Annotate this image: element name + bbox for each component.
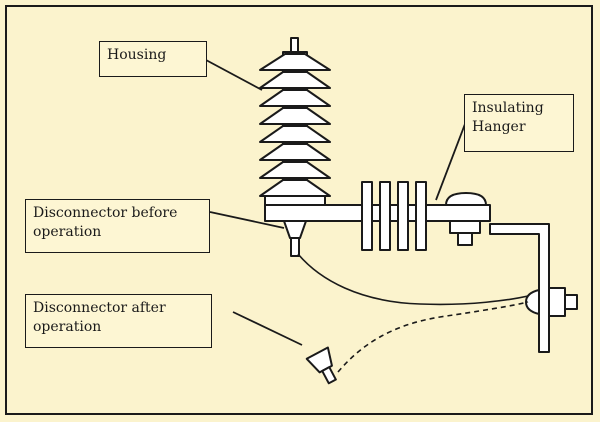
bolt-nut: [449, 220, 481, 234]
l-bracket: [489, 223, 550, 353]
label-housing-text: Housing: [107, 47, 167, 63]
ground-lead-solid: [297, 253, 529, 306]
label-hanger-line1: Insulating: [472, 100, 544, 116]
housing-sheds: [259, 53, 331, 197]
disconnector-stud: [290, 237, 300, 257]
disconnector-before: [283, 220, 307, 239]
insulating-hanger: [361, 181, 427, 251]
disconnector-after: [305, 346, 337, 385]
ground-terminal-nut: [548, 287, 566, 317]
leader-hanger: [435, 123, 466, 201]
label-before-line2: operation: [33, 224, 102, 240]
mounting-bar: [264, 204, 491, 222]
diagram-frame: [5, 5, 593, 415]
label-before-line1: Disconnector before: [33, 205, 178, 221]
label-hanger-line2: Hanger: [472, 119, 526, 135]
leader-before: [209, 211, 285, 229]
bolt-dome: [445, 192, 487, 206]
ground-terminal-cap: [525, 289, 540, 315]
label-insulating-hanger: Insulating Hanger: [464, 94, 574, 152]
leader-after: [232, 311, 303, 346]
label-disconnector-before: Disconnector before operation: [25, 199, 210, 253]
label-after-line1: Disconnector after: [33, 300, 166, 316]
ground-lead-dashed: [337, 301, 529, 373]
label-housing: Housing: [99, 41, 207, 77]
ground-terminal-bolt: [564, 294, 578, 310]
label-after-line2: operation: [33, 319, 102, 335]
label-disconnector-after: Disconnector after operation: [25, 294, 212, 348]
leader-housing: [205, 59, 263, 91]
bolt-shank: [457, 232, 473, 246]
